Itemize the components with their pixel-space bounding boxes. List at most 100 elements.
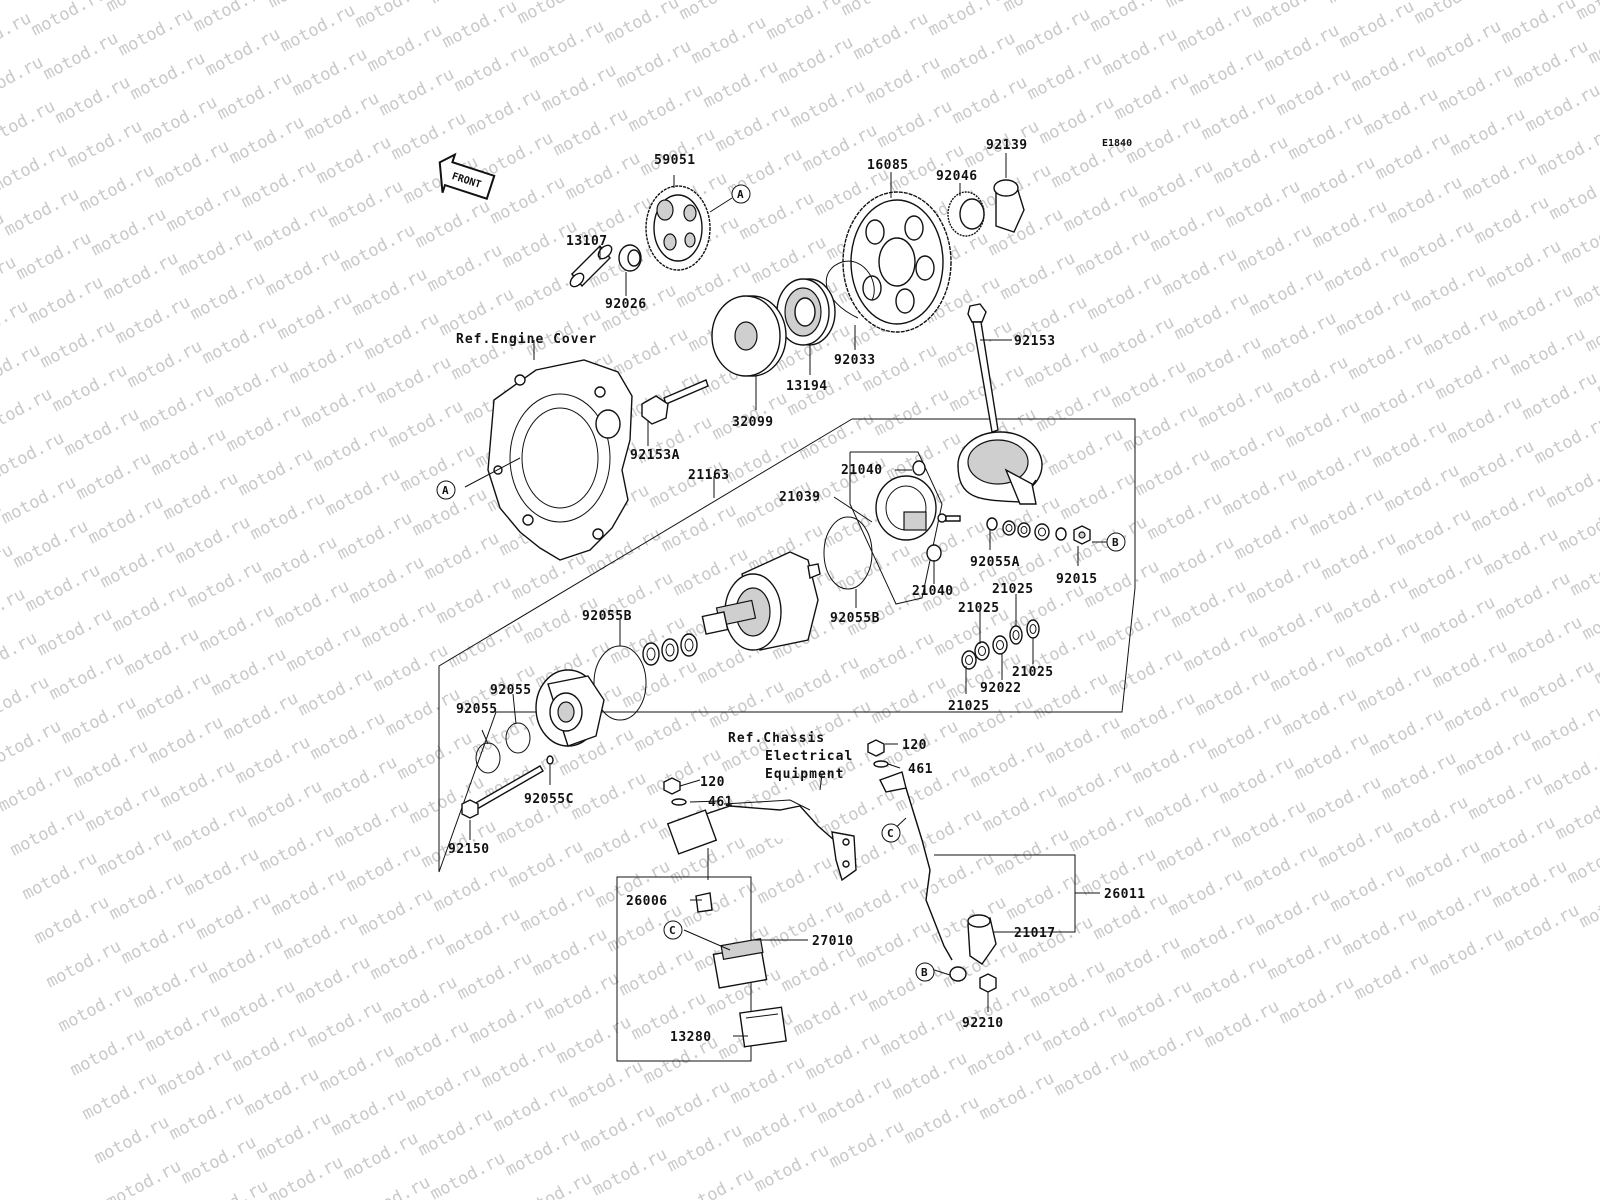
watermark-text: motod.ru	[1114, 976, 1196, 1032]
label-92055B-left: 92055B	[582, 609, 632, 624]
watermark-text: motod.ru	[1267, 640, 1349, 696]
watermark-text: motod.ru	[580, 812, 662, 868]
label-461-left: 461	[708, 795, 733, 810]
watermark-text: motod.ru	[88, 204, 170, 260]
nut-92015	[1074, 526, 1090, 544]
watermark-text: motod.ru	[1270, 352, 1352, 408]
washer-21025-a	[962, 651, 976, 669]
watermark-text: motod.ru	[646, 456, 728, 512]
watermark-text: motod.ru	[235, 444, 317, 500]
watermark-text: motod.ru	[1186, 44, 1268, 100]
callout-c-right: C	[882, 824, 900, 842]
watermark-text: motod.ru	[13, 228, 95, 284]
watermark-text: motod.ru	[1099, 24, 1181, 80]
watermark-text: motod.ru	[238, 156, 320, 212]
fuse-26006	[696, 893, 712, 912]
watermark-text: motod.ru	[1423, 16, 1505, 72]
watermark-text: motod.ru	[0, 672, 53, 728]
watermark-text: motod.ru	[754, 852, 836, 908]
watermark-text: motod.ru	[181, 844, 263, 900]
watermark-text: motod.ru	[280, 908, 362, 964]
watermark-text: motod.ru	[1219, 464, 1301, 520]
watermark-text: motod.ru	[340, 1128, 422, 1184]
watermark-text: motod.ru	[64, 116, 146, 172]
watermark-text: motod.ru	[550, 104, 632, 160]
watermark-text: motod.ru	[0, 140, 71, 196]
watermark-text: motod.ru	[1207, 420, 1289, 476]
watermark-text: motod.ru	[1495, 280, 1577, 336]
label-21040-top: 21040	[841, 463, 883, 478]
watermark-text: motod.ru	[94, 824, 176, 880]
watermark-text: motod.ru	[1261, 20, 1343, 76]
watermark-text: motod.ru	[253, 1108, 335, 1164]
bolt-120-right	[868, 740, 884, 756]
watermark-text: motod.ru	[1318, 528, 1400, 584]
label-27010: 27010	[812, 934, 854, 949]
watermark-text: motod.ru	[0, 472, 80, 528]
watermark-text: motod.ru	[679, 876, 761, 932]
watermark-text: motod.ru	[148, 424, 230, 480]
watermark-text: motod.ru	[787, 76, 869, 132]
ref-chassis-label-2: Electrical	[765, 749, 853, 764]
watermark-text: motod.ru	[700, 56, 782, 112]
watermark-text: motod.ru	[1510, 36, 1592, 92]
watermark-text: motod.ru	[1435, 60, 1517, 116]
ref-chassis-label-1: Ref.Chassis	[728, 731, 825, 746]
watermark-text: motod.ru	[688, 12, 770, 68]
watermark-text: motod.ru	[1540, 744, 1600, 800]
watermark-text: motod.ru	[505, 836, 587, 892]
svg-text:C: C	[887, 827, 894, 840]
watermark-text: motod.ru	[199, 312, 281, 368]
watermark-text: motod.ru	[1504, 612, 1586, 668]
watermark-text: motod.ru	[1516, 656, 1598, 712]
watermark-text: motod.ru	[1222, 176, 1304, 232]
watermark-text: motod.ru	[145, 712, 227, 768]
label-16085: 16085	[867, 158, 909, 173]
label-21163: 21163	[688, 468, 730, 483]
label-26006: 26006	[626, 894, 668, 909]
cover-13280	[740, 1007, 786, 1047]
oring-92055C	[547, 756, 553, 764]
watermark-text: motod.ru	[175, 224, 257, 280]
watermark-text: motod.ru	[0, 96, 59, 152]
watermark-text: motod.ru	[925, 0, 1007, 40]
watermark-text: motod.ru	[190, 0, 272, 36]
brush-21040-bottom	[927, 545, 941, 561]
watermark-text: motod.ru	[856, 628, 938, 684]
watermark-text: motod.ru	[292, 952, 374, 1008]
watermark-text: motod.ru	[949, 72, 1031, 128]
watermark-text: motod.ru	[1573, 0, 1600, 24]
watermark-text: motod.ru	[658, 500, 740, 556]
watermark-text: motod.ru	[295, 664, 377, 720]
label-92153: 92153	[1014, 334, 1056, 349]
watermark-text: motod.ru	[79, 1068, 161, 1124]
watermark-text: motod.ru	[1051, 1044, 1133, 1100]
watermark-text: motod.ru	[871, 384, 953, 440]
watermark-text: motod.ru	[286, 332, 368, 388]
svg-text:B: B	[921, 966, 928, 979]
label-21039: 21039	[779, 490, 821, 505]
svg-text:A: A	[442, 484, 449, 497]
label-13194: 13194	[786, 379, 828, 394]
callout-a-top: A	[732, 185, 750, 203]
watermark-text: motod.ru	[1552, 788, 1600, 844]
watermark-text: motod.ru	[1315, 816, 1397, 872]
watermark-text: motod.ru	[46, 648, 128, 704]
watermark-text: motod.ru	[1204, 708, 1286, 764]
watermark-text: motod.ru	[1564, 832, 1600, 888]
watermark-text: motod.ru	[868, 672, 950, 728]
watermark-text: motod.ru	[1543, 456, 1600, 512]
watermark-text: motod.ru	[0, 384, 56, 440]
label-92026: 92026	[605, 297, 647, 312]
watermark-text: motod.ru	[763, 0, 845, 44]
watermark-text: motod.ru	[1507, 324, 1589, 380]
watermark-text: motod.ru	[613, 36, 695, 92]
watermark-text: motod.ru	[385, 396, 467, 452]
watermark-text: motod.ru	[1117, 688, 1199, 744]
watermark-text: motod.ru	[1441, 680, 1523, 736]
watermark-text: motod.ru	[832, 540, 914, 596]
watermark-text: motod.ru	[178, 1132, 260, 1188]
watermark-text: motod.ru	[1273, 64, 1355, 120]
watermark-text: motod.ru	[1351, 948, 1433, 1004]
